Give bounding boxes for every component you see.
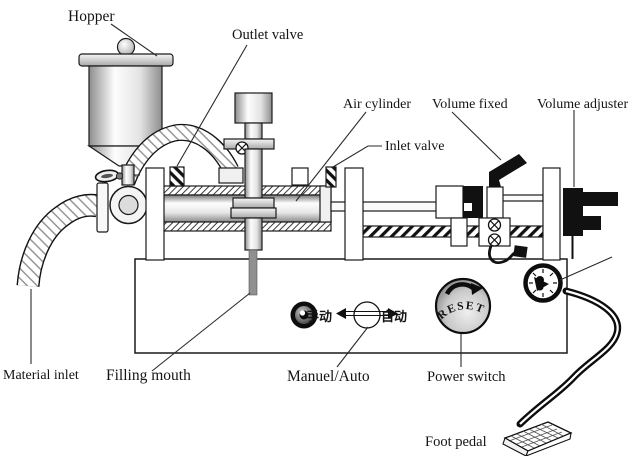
label-foot-pedal: Foot pedal xyxy=(425,434,487,450)
adjust-rod xyxy=(501,194,544,202)
inlet-valve-block[interactable] xyxy=(325,166,337,188)
feed-hose xyxy=(119,123,239,186)
foot-pedal[interactable] xyxy=(502,421,573,456)
arrow-right-icon xyxy=(388,308,398,319)
valve-stem xyxy=(121,164,135,186)
auto-mode-label: 自动 xyxy=(381,309,407,324)
actuator-cap xyxy=(234,92,273,124)
plate-fitting-icon-top xyxy=(487,218,502,232)
pedal-side xyxy=(525,432,572,456)
nozzle-holder xyxy=(244,217,263,251)
cylinder-end-cap xyxy=(319,185,332,223)
mode-toggle-switch[interactable]: 手动 自动 xyxy=(306,301,407,329)
machine-base xyxy=(134,258,568,354)
hopper-leader xyxy=(110,23,158,57)
vertical-actuator xyxy=(223,92,277,296)
frame-post-right xyxy=(542,167,561,261)
gauge-ticks xyxy=(529,269,557,297)
frame-post-left xyxy=(145,167,165,261)
clamp-block xyxy=(463,186,483,218)
filling-nozzle xyxy=(248,249,258,296)
cable-connector xyxy=(513,245,528,258)
actuator-flange xyxy=(230,207,277,219)
outlet-valve-block[interactable] xyxy=(169,166,185,187)
label-filling-mouth: Filling mouth xyxy=(106,367,191,384)
valve-plate xyxy=(478,217,511,247)
plate-fitting-icon-bottom xyxy=(487,233,502,247)
air-cylinder-leader xyxy=(295,111,367,202)
hopper-lid xyxy=(78,53,174,67)
label-volume-fixed: Volume fixed xyxy=(432,97,508,112)
hopper-lid-knob xyxy=(116,37,136,57)
pedal-front xyxy=(502,437,529,456)
gauge-pointer-line xyxy=(559,256,613,281)
flange-bore xyxy=(118,194,139,216)
material-inlet-hose xyxy=(16,193,101,288)
outlet-valve-leader xyxy=(176,44,248,167)
label-outlet-valve: Outlet valve xyxy=(232,27,303,43)
frame-post-middle xyxy=(344,167,364,261)
labels: Hopper Outlet valve Air cylinder Volume … xyxy=(3,8,628,450)
manual-mode-label: 手动 xyxy=(306,309,332,324)
top-bracket xyxy=(291,167,309,186)
gauge-needle-icon xyxy=(534,276,549,291)
clamp-notch xyxy=(464,203,472,211)
label-manuel-auto: Manuel/Auto xyxy=(287,368,370,385)
actuator-neck xyxy=(244,122,263,140)
volume-fixed-leader xyxy=(451,111,502,161)
control-cable xyxy=(488,245,528,264)
cylinder-bottom-seal xyxy=(151,221,332,232)
power-switch-button[interactable]: RESET xyxy=(434,277,492,335)
valve-flange xyxy=(96,182,148,233)
actuator-rod xyxy=(244,148,263,199)
label-volume-adjuster: Volume adjuster xyxy=(537,97,628,112)
hopper-body xyxy=(88,65,163,147)
hanger-bracket xyxy=(450,217,468,247)
leader-lines xyxy=(30,23,613,372)
arrow-left-icon xyxy=(336,308,346,319)
lever-post xyxy=(486,186,504,219)
hopper-valve[interactable] xyxy=(94,164,140,186)
label-air-cylinder: Air cylinder xyxy=(343,97,411,112)
inlet-valve-leader xyxy=(332,145,382,168)
foot-pedal-cable xyxy=(516,287,622,428)
label-inlet-valve: Inlet valve xyxy=(385,139,444,154)
actuator-hub xyxy=(232,197,275,209)
label-power-switch: Power switch xyxy=(427,369,506,385)
filling-mouth-leader xyxy=(151,292,251,372)
piston-head-block xyxy=(435,185,464,219)
label-material-inlet: Material inlet xyxy=(3,368,79,383)
indicator-knob[interactable] xyxy=(290,301,318,329)
hose-connector xyxy=(218,167,244,184)
reset-arrowhead-icon xyxy=(471,283,483,295)
actuator-collar xyxy=(223,138,275,150)
volume-fixed-lever[interactable] xyxy=(489,154,527,187)
label-hopper: Hopper xyxy=(68,8,115,25)
pedal-grid xyxy=(508,423,564,449)
manuel-auto-leader xyxy=(336,326,369,368)
flange-plate xyxy=(96,182,109,233)
volume-adjuster-knob[interactable] xyxy=(563,188,618,259)
pressure-gauge xyxy=(523,263,563,303)
